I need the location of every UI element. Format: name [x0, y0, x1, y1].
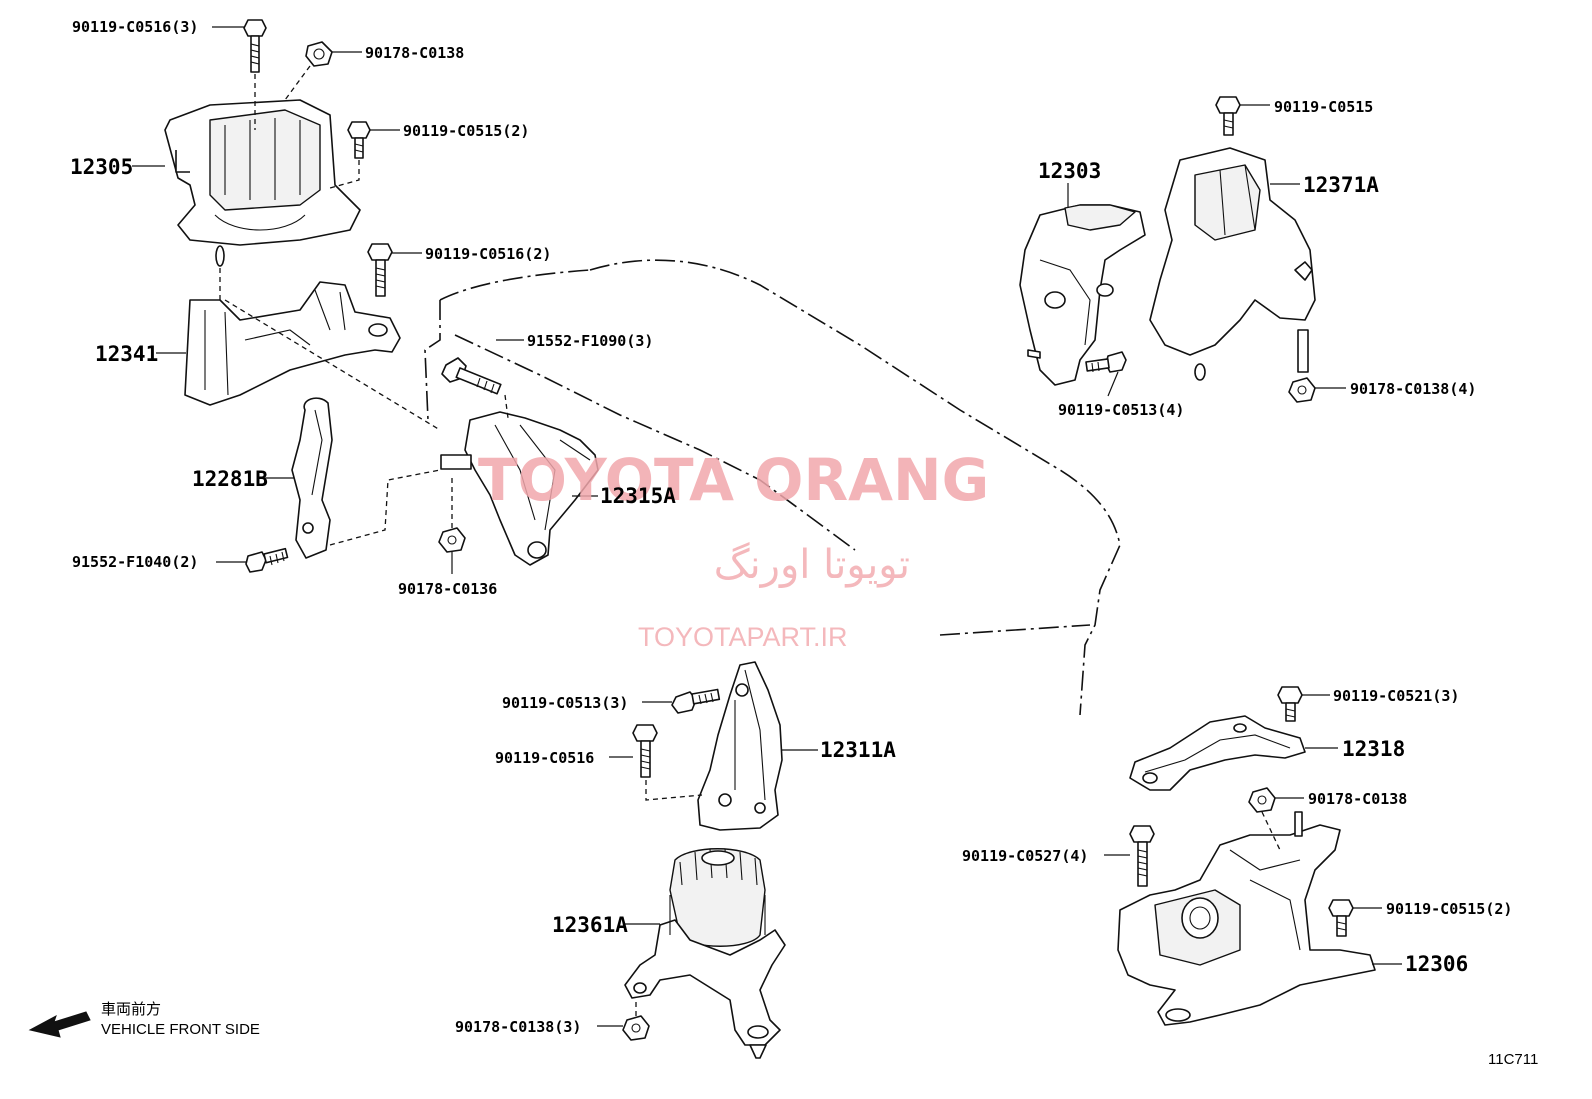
- label-90119-c0513-4: 90119-C0513(4): [1058, 401, 1184, 419]
- label-12303: 12303: [1038, 159, 1101, 183]
- nut-icon: [305, 41, 333, 67]
- vehicle-front-marker: 車両前方 VEHICLE FRONT SIDE: [28, 1000, 260, 1038]
- nut-icon: [1248, 787, 1276, 813]
- engine-mount-12306: [1117, 811, 1376, 1026]
- label-90119-c0515-2-bottom: 90119-C0515(2): [1386, 900, 1512, 918]
- bolt-icon: [245, 547, 289, 573]
- label-90119-c0521-3: 90119-C0521(3): [1333, 687, 1459, 705]
- label-90178-c0138-right: 90178-C0138: [1308, 790, 1407, 808]
- label-90119-c0515-right: 90119-C0515: [1274, 98, 1373, 116]
- label-90119-c0516: 90119-C0516: [495, 749, 594, 767]
- label-90119-c0516-2: 90119-C0516(2): [425, 245, 551, 263]
- bolt-icon: [1277, 686, 1303, 722]
- part-labels: 90119-C0516(3) 90178-C0138 90119-C0515(2…: [70, 18, 1512, 1036]
- watermark-brand-en: TOYOTA ORANG: [478, 446, 989, 514]
- bolt-icon: [1215, 96, 1241, 136]
- bracket-12311a: [697, 661, 783, 831]
- label-90119-c0516-3: 90119-C0516(3): [72, 18, 198, 36]
- label-90178-c0138-top: 90178-C0138: [365, 44, 464, 62]
- label-90119-c0515-2-top: 90119-C0515(2): [403, 122, 529, 140]
- label-90119-c0527-4: 90119-C0527(4): [962, 847, 1088, 865]
- engine-mount-12361a: [624, 848, 786, 1059]
- bolt-icon: [671, 688, 721, 714]
- nut-icon: [438, 527, 466, 553]
- label-12341: 12341: [95, 342, 158, 366]
- label-12306: 12306: [1405, 952, 1468, 976]
- label-91552-f1090-3: 91552-F1090(3): [527, 332, 653, 350]
- leader-lines: [132, 26, 1402, 1027]
- label-12318: 12318: [1342, 737, 1405, 761]
- engine-outline: [424, 259, 1121, 716]
- figure-code: 11C711: [1488, 1051, 1538, 1068]
- bracket-12303: [1019, 204, 1146, 386]
- front-label-en: VEHICLE FRONT SIDE: [101, 1021, 260, 1038]
- bracket-12318: [1129, 715, 1306, 791]
- watermark-brand-fa: تویوتا اورنگ: [714, 542, 910, 588]
- label-90178-c0138-3: 90178-C0138(3): [455, 1018, 581, 1036]
- label-90178-c0136: 90178-C0136: [398, 580, 497, 598]
- label-91552-f1040-2: 91552-F1040(2): [72, 553, 198, 571]
- nut-icon: [622, 1015, 650, 1041]
- bolt-icon: [441, 357, 502, 395]
- label-90178-c0138-4: 90178-C0138(4): [1350, 380, 1476, 398]
- label-12281b: 12281B: [192, 467, 268, 491]
- bolt-icon: [1328, 899, 1354, 937]
- label-12361a: 12361A: [552, 913, 628, 937]
- label-12311a: 12311A: [820, 738, 896, 762]
- bracket-12341: [184, 281, 401, 406]
- bolt-icon: [367, 243, 393, 297]
- label-12371a: 12371A: [1303, 173, 1379, 197]
- label-12305: 12305: [70, 155, 133, 179]
- nut-icon: [1288, 377, 1316, 403]
- bolt-icon: [1085, 351, 1127, 373]
- label-12315a: 12315A: [600, 484, 676, 508]
- label-90119-c0513-3: 90119-C0513(3): [502, 694, 628, 712]
- bolt-icon: [347, 121, 371, 159]
- engine-mount-12371a: [1149, 147, 1316, 381]
- bolt-icon: [243, 19, 267, 73]
- front-label-cn: 車両前方: [101, 1000, 161, 1018]
- watermark-url: TOYOTAPART.IR: [638, 622, 848, 652]
- bracket-12315a: [440, 411, 599, 566]
- bolt-icon: [632, 724, 658, 778]
- link-12281b: [291, 397, 333, 559]
- engine-mount-12305: [164, 99, 361, 267]
- bolt-icon: [1129, 825, 1155, 887]
- arrow-left-icon: [28, 1011, 91, 1038]
